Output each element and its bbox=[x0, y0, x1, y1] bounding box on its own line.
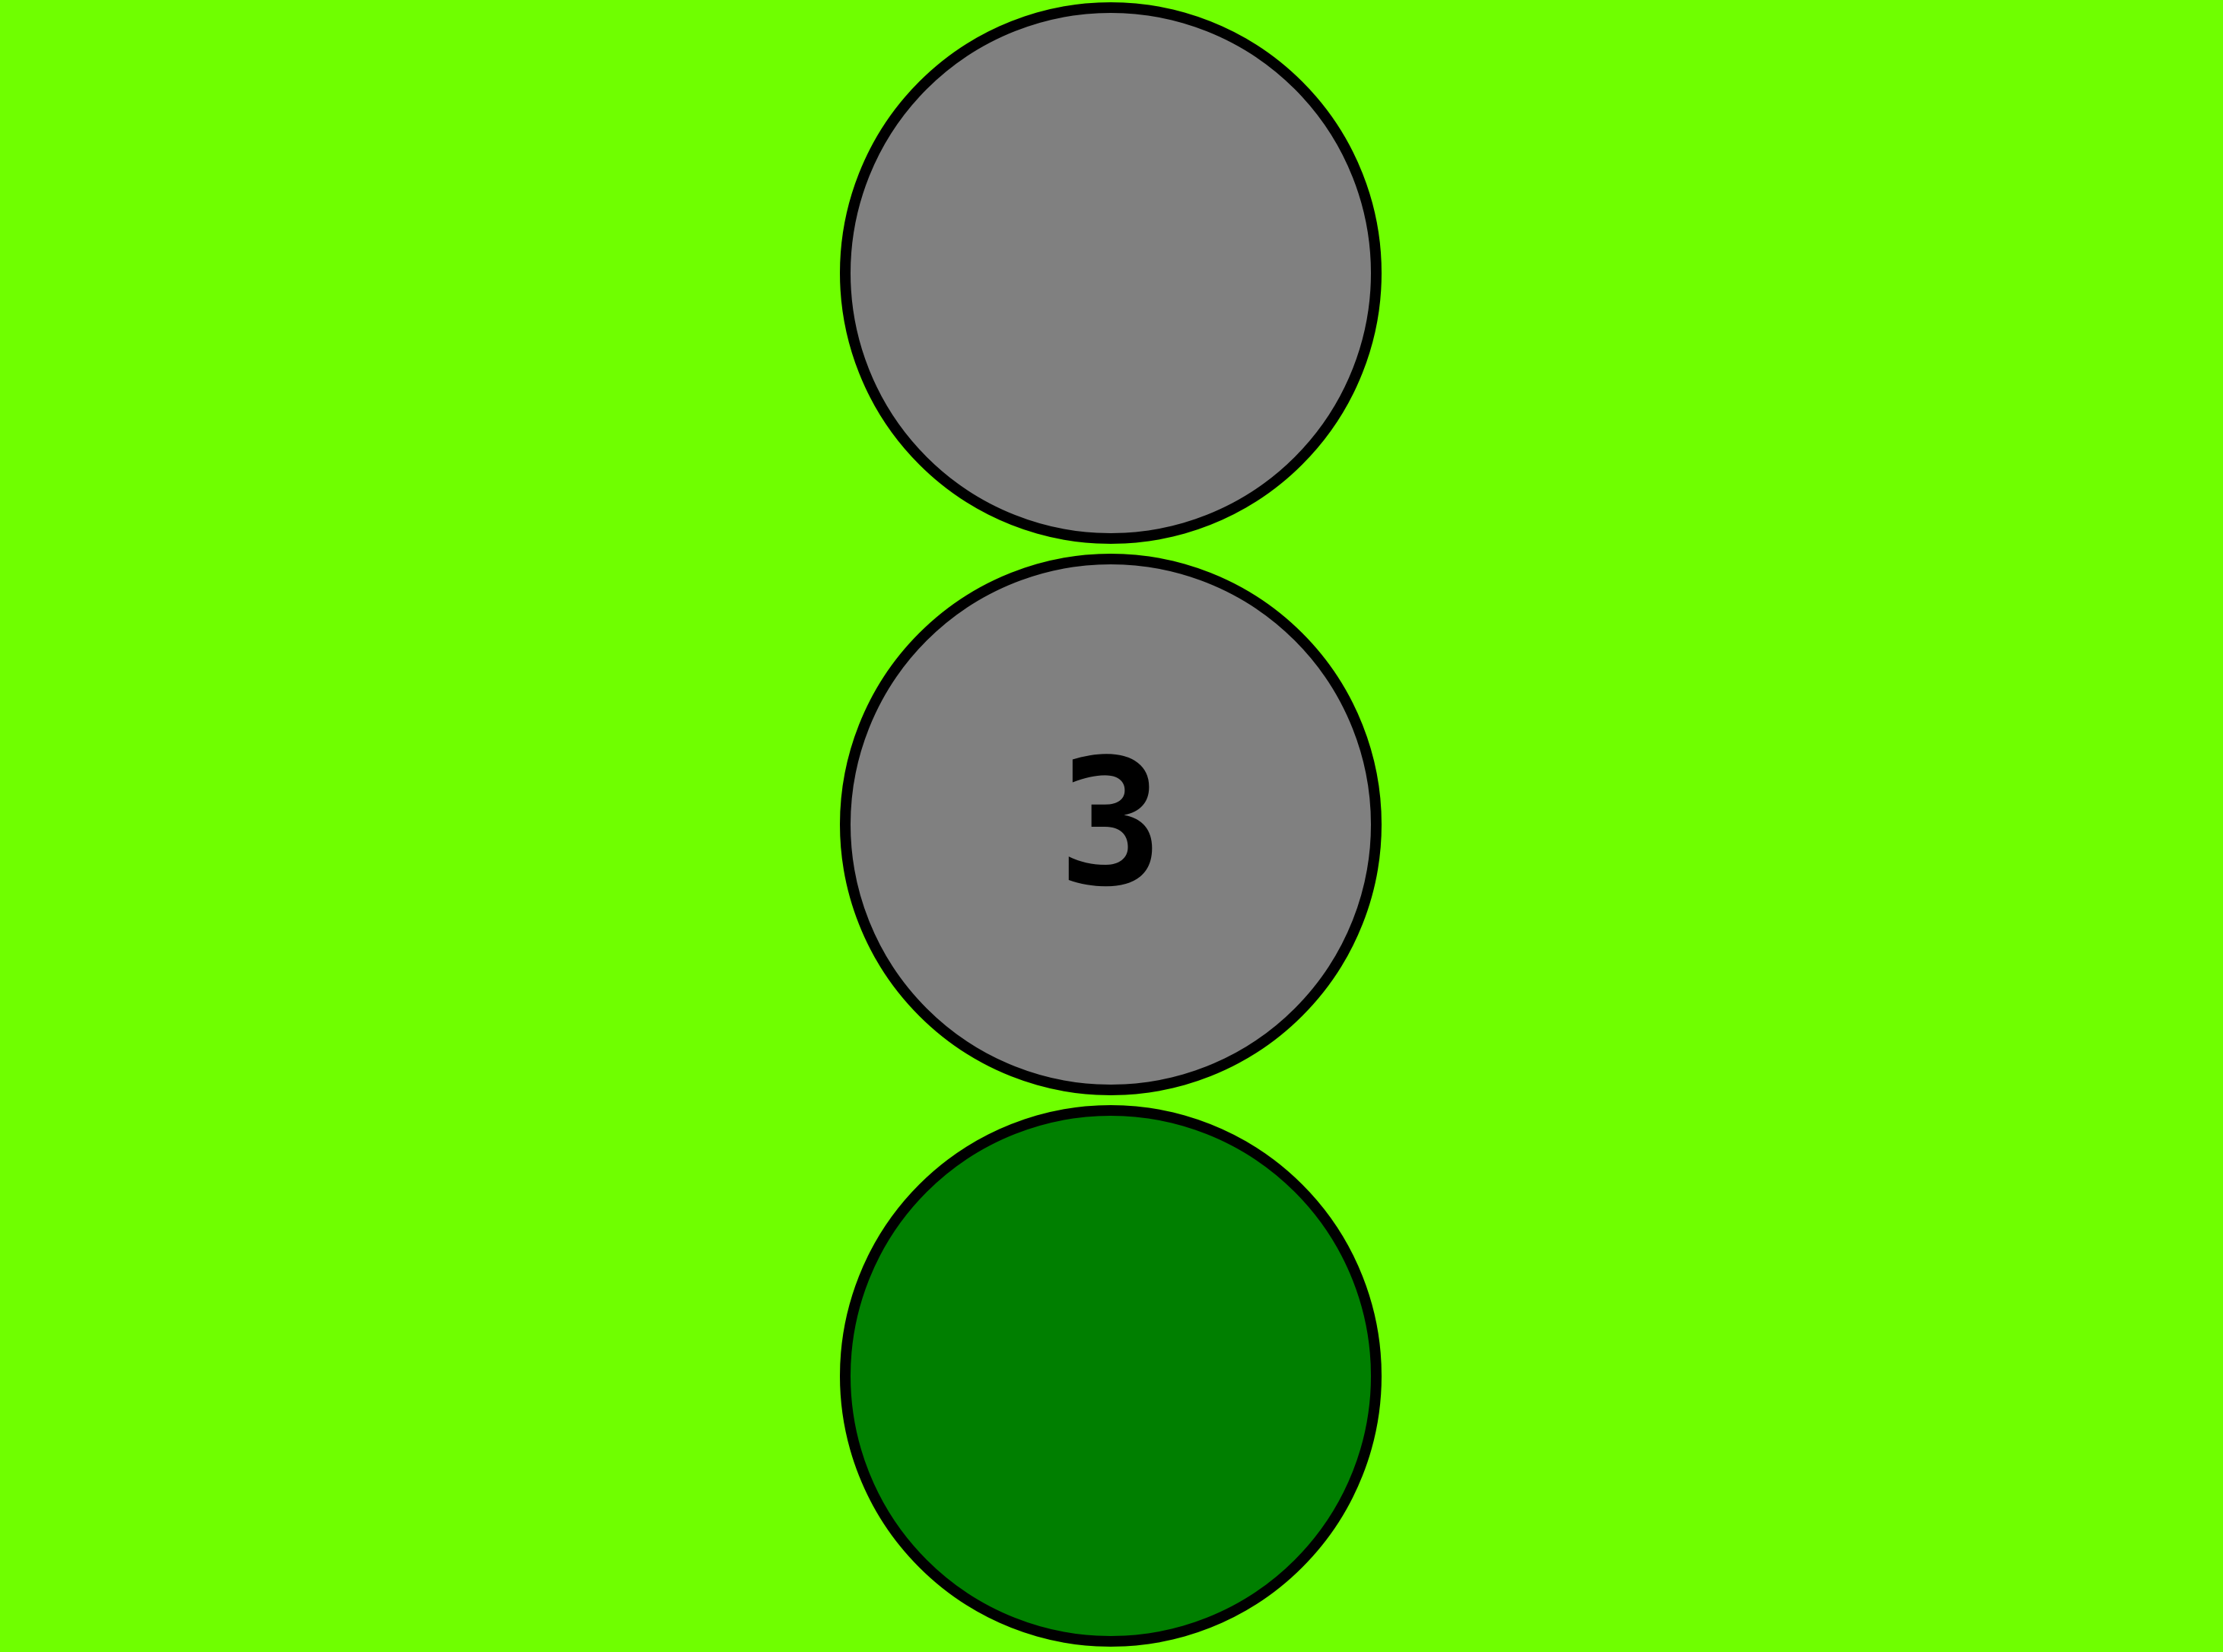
traffic-light-bottom bbox=[840, 1105, 1382, 1647]
traffic-light-top bbox=[840, 2, 1382, 544]
traffic-light-middle: 3 bbox=[840, 554, 1382, 1095]
countdown-number: 3 bbox=[1057, 723, 1164, 926]
